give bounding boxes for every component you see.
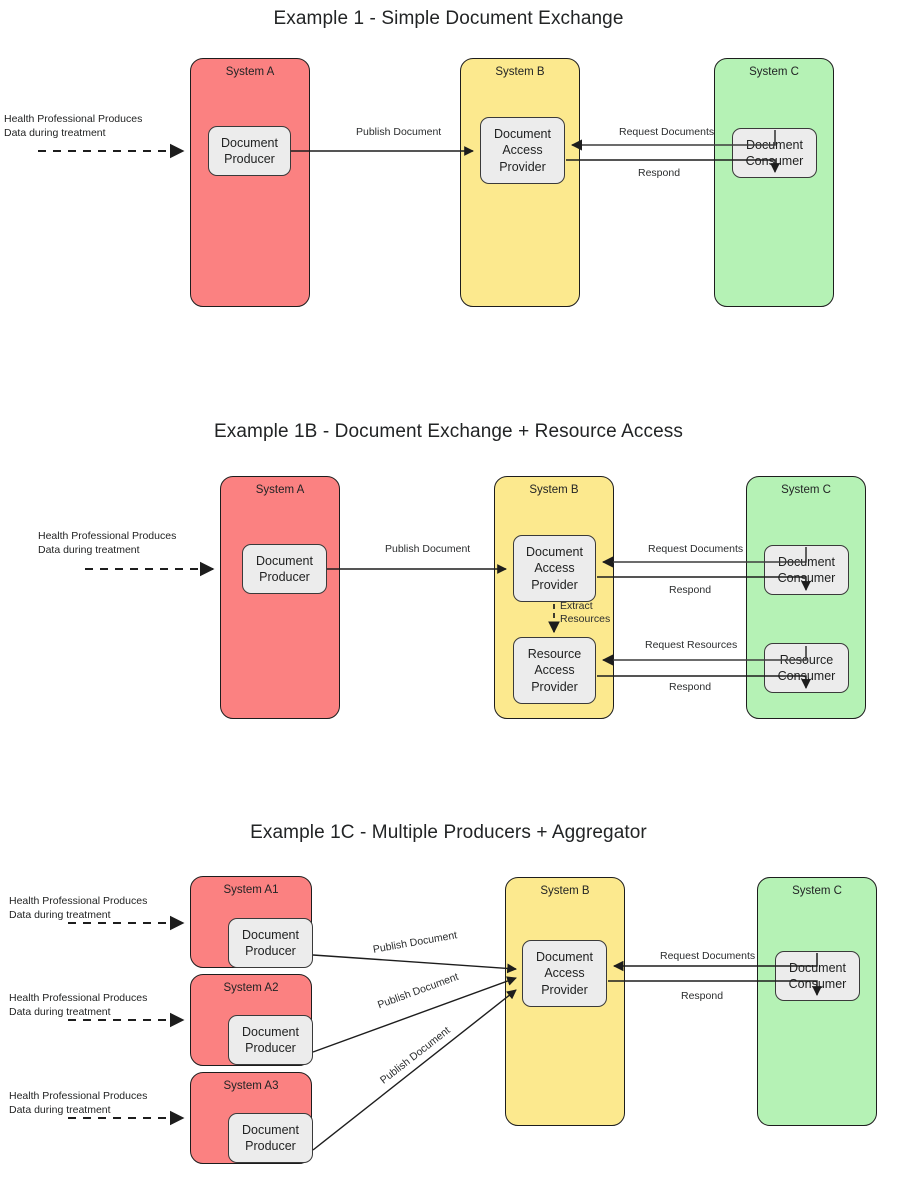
node-line: Access	[502, 143, 543, 158]
system-a-label: System A	[225, 66, 275, 78]
label-request-resources: Request Resources	[645, 639, 738, 651]
node-line: Resource	[527, 646, 582, 661]
node-line: Provider	[499, 159, 546, 174]
system-b-label: System B	[540, 885, 590, 897]
health-note-line-1: Health Professional Produces	[38, 530, 177, 542]
label-respond: Respond	[669, 584, 712, 596]
connector-layer	[38, 130, 780, 173]
arrow-respond-resources	[597, 675, 811, 689]
node-line: Document	[242, 1024, 299, 1039]
node-line: Document	[256, 553, 313, 568]
node-resource-access-provider[interactable]: Resource Access Provider	[513, 637, 596, 704]
node-line: Access	[534, 561, 575, 576]
diagram-example-1: Example 1 - Simple Document Exchange Hea…	[0, 0, 897, 400]
label-respond-resources: Respond	[669, 681, 712, 693]
health-note-line-1: Health Professional Produces	[9, 895, 148, 907]
node-line: Producer	[245, 1139, 296, 1153]
health-professional-note-3: Health Professional Produces Data during…	[9, 1090, 147, 1117]
health-note-line-2: Data during treatment	[38, 543, 140, 556]
health-professional-note-2: Health Professional Produces Data during…	[9, 992, 147, 1019]
node-document-producer-a1[interactable]: Document Producer	[228, 918, 313, 968]
node-document-access-provider[interactable]: Document Access Provider	[480, 117, 565, 184]
system-c-label: System C	[781, 484, 831, 496]
node-line: Producer	[245, 1041, 296, 1055]
system-a-label: System A	[255, 484, 305, 496]
node-line: Document	[221, 135, 278, 150]
node-line: Access	[534, 663, 575, 678]
node-line: Document	[242, 927, 299, 942]
label-respond: Respond	[681, 990, 724, 1002]
health-note-line-2: Data during treatment	[9, 908, 111, 921]
system-b-label: System B	[495, 66, 545, 78]
label-request-documents: Request Documents	[619, 126, 715, 138]
node-line: Document	[789, 960, 846, 975]
connector-layer	[85, 547, 811, 689]
system-c-label: System C	[749, 66, 799, 78]
arrow-respond	[566, 159, 780, 173]
arrow-request-documents	[570, 130, 776, 151]
health-note-line-2: Data during treatment	[4, 126, 106, 139]
label-request-documents: Request Documents	[660, 950, 756, 962]
diagram-title: Example 1B - Document Exchange + Resourc…	[214, 421, 683, 442]
node-line: Document	[526, 544, 583, 559]
node-line: Document	[494, 126, 551, 141]
label-publish-document: Publish Document	[356, 126, 442, 138]
label-request-documents: Request Documents	[648, 543, 744, 555]
health-note-line-1: Health Professional Produces	[4, 113, 143, 125]
diagram-title: Example 1 - Simple Document Exchange	[273, 8, 624, 29]
arrow-request-documents	[612, 953, 818, 972]
node-line: Provider	[531, 679, 578, 694]
arrow-respond	[597, 576, 811, 591]
node-line: Provider	[531, 577, 578, 592]
node-line: Document	[242, 1122, 299, 1137]
node-line: Document	[536, 949, 593, 964]
system-c-container[interactable]: System C	[757, 877, 877, 1126]
arrow-respond	[608, 980, 822, 996]
node-line: Access	[544, 966, 585, 981]
node-line: Provider	[541, 982, 588, 997]
node-document-producer[interactable]: Document Producer	[242, 544, 327, 594]
arrow-request-documents	[601, 547, 807, 568]
system-a-container[interactable]: System A	[220, 476, 340, 719]
node-document-producer-a3[interactable]: Document Producer	[228, 1113, 313, 1163]
arrow-publish-document-a1	[312, 954, 517, 974]
health-professional-note: Health Professional Produces Data during…	[38, 530, 176, 557]
label-respond: Respond	[638, 167, 681, 179]
system-a2-label: System A2	[223, 982, 279, 994]
label-extract-resources: Extract Resources	[560, 600, 616, 626]
label-extract-line-2: Resources	[560, 613, 611, 625]
node-line: Producer	[259, 570, 310, 584]
health-professional-note: Health Professional Produces Data during…	[4, 113, 142, 140]
health-professional-note-1: Health Professional Produces Data during…	[9, 895, 147, 922]
node-document-producer[interactable]: Document Producer	[208, 126, 291, 176]
system-a3-label: System A3	[223, 1080, 279, 1092]
health-note-line-1: Health Professional Produces	[9, 992, 148, 1004]
node-document-access-provider[interactable]: Document Access Provider	[522, 940, 607, 1007]
diagram-example-1c: Example 1C - Multiple Producers + Aggreg…	[0, 800, 897, 1192]
node-line: Producer	[224, 152, 275, 166]
arrow-publish-document-a3	[312, 989, 517, 1151]
diagram-title: Example 1C - Multiple Producers + Aggreg…	[250, 822, 647, 843]
node-line: Producer	[245, 944, 296, 958]
label-publish-document: Publish Document	[385, 543, 471, 555]
health-note-line-2: Data during treatment	[9, 1005, 111, 1018]
connector-layer	[68, 915, 822, 1151]
system-a-container[interactable]: System A	[190, 58, 310, 307]
system-c-container[interactable]: System C	[714, 58, 834, 307]
node-document-access-provider[interactable]: Document Access Provider	[513, 535, 596, 602]
system-c-label: System C	[792, 885, 842, 897]
system-b-label: System B	[529, 484, 579, 496]
health-note-line-1: Health Professional Produces	[9, 1090, 148, 1102]
diagram-example-1b: Example 1B - Document Exchange + Resourc…	[0, 400, 897, 800]
label-extract-line-1: Extract	[560, 600, 593, 612]
node-document-producer-a2[interactable]: Document Producer	[228, 1015, 313, 1065]
arrow-request-resources	[601, 646, 807, 666]
health-note-line-2: Data during treatment	[9, 1103, 111, 1116]
system-a1-label: System A1	[223, 884, 279, 896]
arrow-publish-document-a2	[312, 976, 517, 1053]
